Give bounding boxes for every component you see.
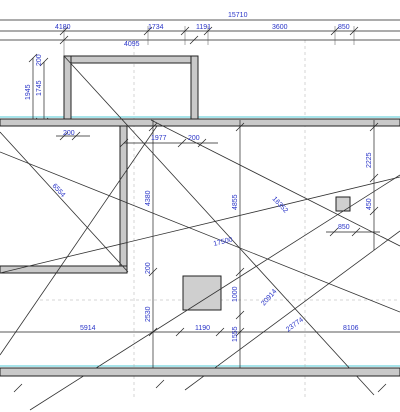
bottom-dimension-chain (0, 327, 400, 337)
bottom-ticks (13, 379, 387, 393)
bottom-seg-2-label: 1190 (195, 325, 210, 332)
upper-recess (63, 55, 199, 120)
top-dimension-chain (0, 19, 400, 60)
left-height-outer-label: 1945 (25, 84, 32, 100)
room-dimensions (56, 131, 218, 148)
diagonal-lower-label: 20914 (260, 288, 278, 307)
diagonal-cross-label: 17500 (213, 236, 234, 248)
diagonal-bottom-label: 23774 (285, 316, 305, 333)
diagonal-long-label: 16352 (271, 196, 289, 215)
bottom-small-label: 1555 (232, 326, 239, 342)
bottom-wall (0, 367, 400, 377)
bottom-seg-3-label: 8106 (343, 325, 359, 332)
right-height-label: 2225 (366, 152, 373, 168)
top-seg-1-label: 4180 (55, 24, 71, 31)
top-seg-2-label: 1734 (148, 24, 164, 31)
right-small-b-label: 450 (366, 198, 373, 210)
room-small-label: 200 (188, 135, 200, 142)
top-seg-5-label: 850 (338, 24, 350, 31)
height-right-label: 4855 (232, 194, 239, 210)
bottom-seg-1-label: 5914 (80, 325, 96, 332)
right-small-a-label: 850 (338, 224, 350, 231)
top-seg-4-label: 3600 (272, 24, 288, 31)
internal-walls (0, 125, 128, 274)
bottom-height-label: 2530 (145, 306, 152, 322)
left-small-b-label: 200 (63, 130, 75, 137)
opening-small (335, 196, 351, 212)
top-seg-3-label: 1191 (196, 24, 211, 31)
center-height-dimensions (148, 120, 245, 368)
right-dimension-chain (326, 120, 380, 250)
diagonal-left-label: 6554 (51, 183, 67, 199)
diagonal-lines (0, 55, 400, 411)
left-small-a-label: 200 (36, 54, 43, 66)
height-center-label: 4380 (145, 190, 152, 206)
room-gap-label: 1977 (151, 135, 167, 142)
recess-width-label: 4095 (124, 41, 140, 48)
overall-width-label: 15710 (228, 12, 248, 19)
opening-large (182, 275, 222, 311)
lower-small-label: 200 (145, 262, 152, 274)
main-wall (0, 118, 400, 127)
opening-height-label: 1000 (232, 286, 239, 302)
left-height-inner-label: 1745 (36, 80, 43, 96)
